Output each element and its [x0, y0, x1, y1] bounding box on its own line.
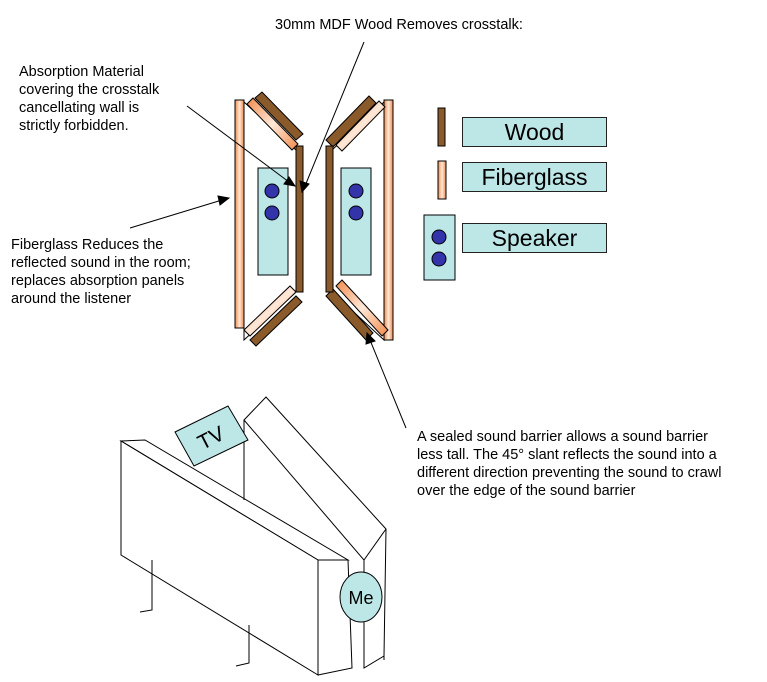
- legend-wood-swatch: [437, 107, 446, 147]
- mdf-annotation: 30mm MDF Wood Removes crosstalk:: [275, 17, 523, 33]
- speaker-driver: [348, 183, 364, 199]
- me-label: Me: [348, 588, 373, 608]
- barrier-annotation: A sealed sound barrier allows a sound ba…: [417, 429, 722, 499]
- legend-speaker-swatch: [423, 214, 456, 281]
- legend-fiberglass: Fiberglass: [462, 162, 607, 192]
- speaker-driver: [431, 251, 447, 267]
- fiberglass-diagonal-top-left: [246, 97, 299, 151]
- legend-fiberglass-label: Fiberglass: [481, 164, 588, 190]
- wood-diagonal-top-left: [254, 91, 304, 141]
- right-enclosure: [325, 95, 394, 342]
- wood-diagonal-bottom-left: [249, 295, 303, 347]
- wood-diagonal-top-right: [325, 95, 377, 148]
- fiberglass-panel-left: [234, 99, 245, 329]
- perspective-scene: [119, 396, 387, 676]
- legend-fiberglass-swatch: [437, 160, 447, 200]
- legend-wood: Wood: [462, 117, 607, 147]
- legend-speaker-label: Speaker: [491, 225, 578, 251]
- absorption-annotation: Absorption Material covering the crossta…: [19, 64, 160, 134]
- left-enclosure: [234, 91, 304, 347]
- wood-wall-center-right: [325, 145, 334, 293]
- annotation-arrows: [129, 41, 407, 429]
- fiberglass-annotation: Fiberglass Reduces the reflected sound i…: [11, 237, 191, 307]
- fiberglass-diagonal-bottom-right: [335, 279, 389, 337]
- me-listener: [339, 571, 383, 623]
- fiberglass-panel-right: [383, 99, 394, 341]
- fiberglass-diagonal-top-right: [335, 100, 386, 152]
- wood-wall-center-left: [295, 145, 304, 293]
- legend-wood-label: Wood: [504, 119, 565, 145]
- speaker-driver: [264, 205, 280, 221]
- legend-speaker: Speaker: [462, 223, 607, 253]
- speaker-driver: [431, 229, 447, 245]
- tv: [174, 405, 249, 467]
- speaker-driver: [264, 183, 280, 199]
- speaker-driver: [348, 205, 364, 221]
